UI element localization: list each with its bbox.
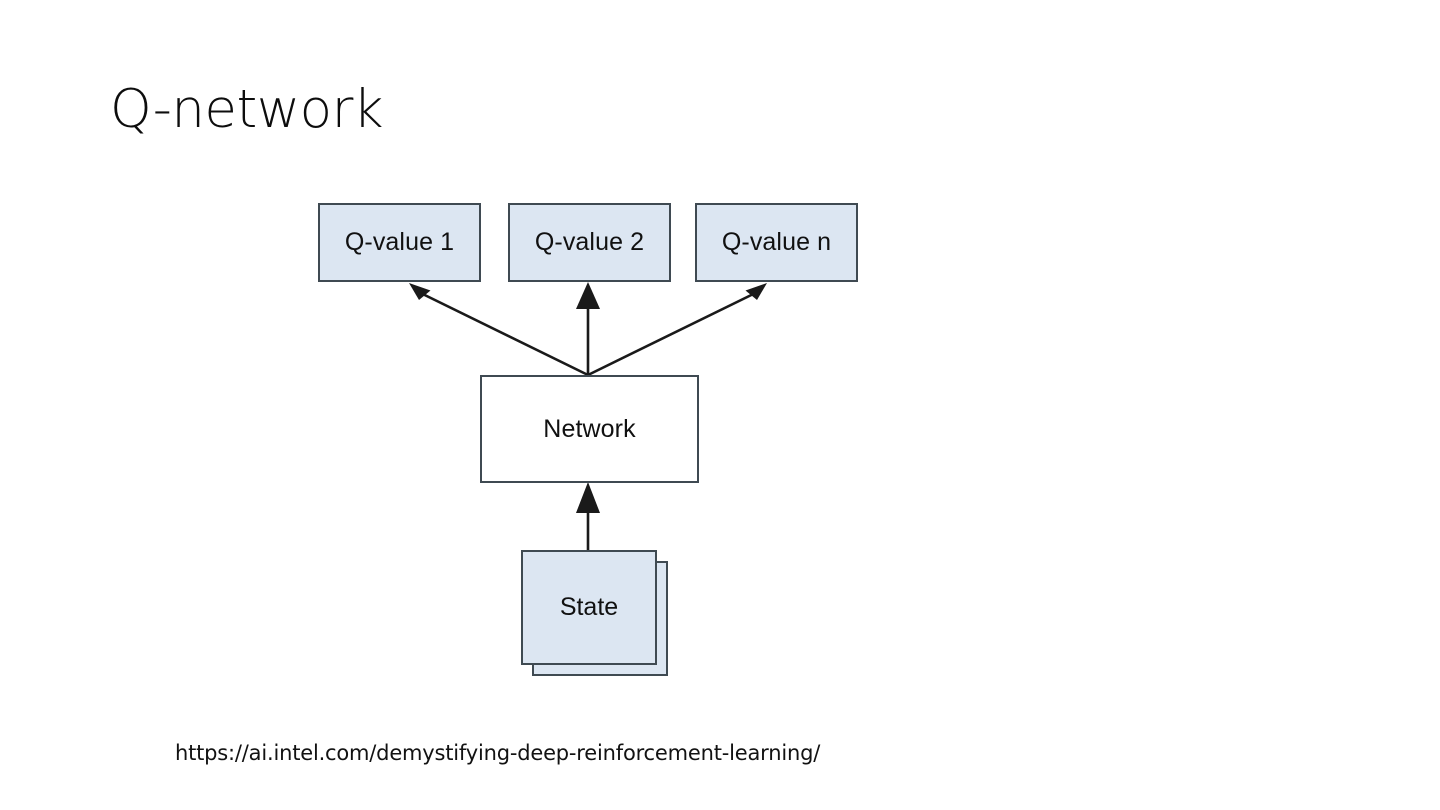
page-title: Q-network bbox=[110, 79, 384, 140]
node-state[interactable]: State bbox=[521, 550, 657, 665]
node-qvalue-n-label: Q-value n bbox=[721, 228, 832, 256]
node-qvalue-1[interactable]: Q-value 1 bbox=[318, 203, 481, 282]
node-qvalue-2-label: Q-value 2 bbox=[534, 228, 645, 256]
node-network[interactable]: Network bbox=[480, 375, 699, 483]
node-state-label: State bbox=[559, 593, 619, 621]
edge-state-to-network bbox=[576, 482, 600, 551]
node-network-label: Network bbox=[543, 414, 636, 443]
node-state-stack[interactable]: State bbox=[521, 550, 668, 676]
node-qvalue-2[interactable]: Q-value 2 bbox=[508, 203, 671, 282]
node-qvalue-n[interactable]: Q-value n bbox=[695, 203, 858, 282]
source-url-caption[interactable]: https://ai.intel.com/demystifying-deep-r… bbox=[175, 741, 821, 765]
edge-network-to-qvalue-n bbox=[587, 283, 767, 377]
edge-network-to-qvalue-1 bbox=[409, 283, 589, 377]
node-qvalue-1-label: Q-value 1 bbox=[344, 228, 455, 256]
edge-network-to-qvalue-2 bbox=[576, 282, 600, 375]
